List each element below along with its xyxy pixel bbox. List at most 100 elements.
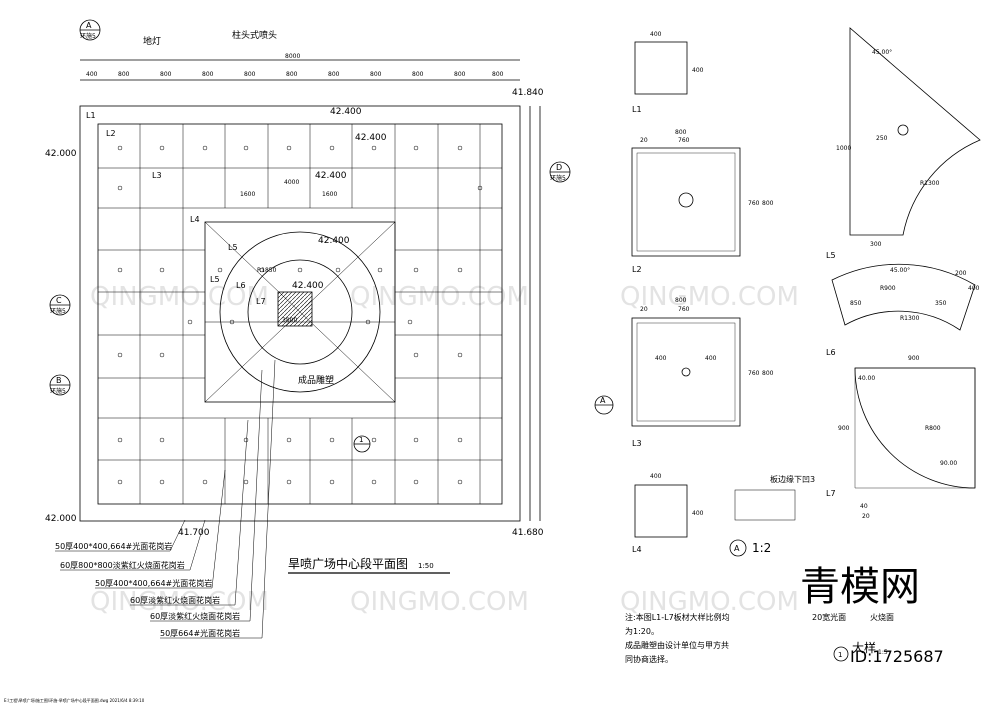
tag-l4: L4 [190,215,200,224]
l4-w: 400 [650,473,662,480]
dim-top-2: 800 [160,71,172,78]
detail-l1-shape [634,41,688,95]
l1-tag: L1 [632,105,642,114]
l2-h: 800 [762,200,774,207]
detail-l3-shape [631,317,741,427]
l5-250: 250 [876,135,888,142]
tag-l1: L1 [86,111,96,120]
l3-d1: 400 [655,355,667,362]
dim-top-8: 800 [412,71,424,78]
l5b-r1300: R1300 [900,315,920,322]
detail-l2-shape [631,147,741,257]
material-leaders [55,359,276,639]
l5b-r900: R900 [880,285,896,292]
elev-8: 41.700 [178,528,210,538]
dim-1600-a: 1600 [240,191,255,198]
dim-1600-b: 1600 [322,191,337,198]
l3-h: 800 [762,370,774,377]
details-geometry [594,27,981,662]
l2-inner: 760 [678,137,690,144]
material-1: 60厚800*800淡紫红火烧面花岗岩 [60,560,185,570]
l4-h: 400 [692,510,704,517]
dim-top-6: 800 [328,71,340,78]
tag-l5b: L5 [210,275,220,284]
l5-w: 300 [870,241,882,248]
l3-w: 800 [675,297,687,304]
l2-h-inner: 760 [748,200,760,207]
l6-d1: 40.00 [858,375,875,382]
edge-note: 板边缘下凹3 [770,474,815,484]
tag-l6: L6 [236,281,246,290]
elev-1: 42.400 [330,107,362,117]
detail-dim-face: 20宽光面 [812,612,846,622]
l2-w: 800 [675,129,687,136]
axis-a-id: A [86,21,92,30]
plan-outer-border [79,105,521,522]
l1-h: 400 [692,67,704,74]
tag-l5: L5 [228,243,238,252]
main-plan-labels: 地灯 柱头式喷头 8000 400 800 800 800 800 800 80… [45,29,544,538]
axis-d-sub: 环施5 [550,174,566,182]
detail-dim-40: 40 [860,503,868,510]
l6-h: 900 [838,425,850,432]
detail-l4-shape [634,484,688,538]
watermark-tile: QINGMO.COM [620,587,799,617]
detail-l5b-shape [831,263,976,331]
nozzle-label: 柱头式喷头 [232,29,277,41]
axis-b-sub: 环施5 [50,387,66,395]
note-2: 成品雕塑由设计单位与甲方共 [625,640,729,650]
dim-inner: 4000 [284,179,299,186]
fixture-markers [117,145,483,485]
tag-l2: L2 [106,129,116,138]
dim-top-1: 800 [118,71,130,78]
dim-total-top: 8000 [285,53,300,60]
dim-3800: 3800 [282,317,297,324]
l3-side: 20 [640,306,648,313]
plan-title-block: 旱喷广场中心段平面图 1:50 [288,556,450,574]
dim-top-0: 400 [86,71,98,78]
l5-h: 1000 [836,145,851,152]
dim-top-9: 800 [454,71,466,78]
material-3: 60厚淡紫红火烧面花岗岩 [130,595,220,605]
l3-h-inner: 760 [748,370,760,377]
l5b-850: 850 [850,300,862,307]
axis-b-id: B [56,376,62,385]
axis-tags [49,19,571,453]
detail-dim-20: 20 [862,513,870,520]
watermark-tile: QINGMO.COM [90,587,269,617]
elev-4: 42.400 [318,236,350,246]
watermark-tile: QINGMO.COM [620,282,799,312]
elev-6: 42.000 [45,149,77,159]
axis-c-id: C [56,296,62,305]
edge-recess-shape [734,489,796,521]
plan-title: 旱喷广场中心段平面图 [288,556,408,571]
dim-top-4: 800 [244,71,256,78]
material-4: 60厚淡紫红火烧面花岗岩 [150,611,240,621]
note-0: 注:本图L1-L7板材大样比例均 [625,612,730,622]
l6-r: R800 [925,425,941,432]
detail-dim-burnt: 火烧面 [870,612,894,622]
callout-id: 1 [359,436,363,444]
detail-label: 大样 [852,640,876,655]
l5b-ang: 45.00° [890,267,910,274]
brand-code: ID:1725687 [850,647,944,666]
ground-light-label: 地灯 [143,35,161,47]
dim-top-7: 800 [370,71,382,78]
footer-path: E:\工程\旱喷广场\施工图\环施-旱喷广场中心段平面图.dwg 2021/6/… [4,697,145,703]
watermark-tile: QINGMO.COM [350,587,529,617]
l6-w: 900 [908,355,920,362]
axis-d-id: D [556,163,562,172]
dim-top-10: 800 [492,71,504,78]
elev-3: 42.400 [315,171,347,181]
l3-inner: 760 [678,306,690,313]
l7-tag: L7 [826,489,836,498]
l2-side: 20 [640,137,648,144]
axis-tag-texts: A 环施5 B 环施5 C 环施5 D 环施5 1 [50,21,566,444]
l3-d2: 400 [705,355,717,362]
elev-0: 41.840 [512,88,544,98]
brand-watermark: 青模网 ID:1725687 [800,564,944,666]
elev-5: 42.400 [292,281,324,291]
detail-l5-shape [849,27,981,236]
l6-tag: L6 [826,348,836,357]
material-0: 50厚400*400,664#光面花岗岩 [55,541,172,551]
